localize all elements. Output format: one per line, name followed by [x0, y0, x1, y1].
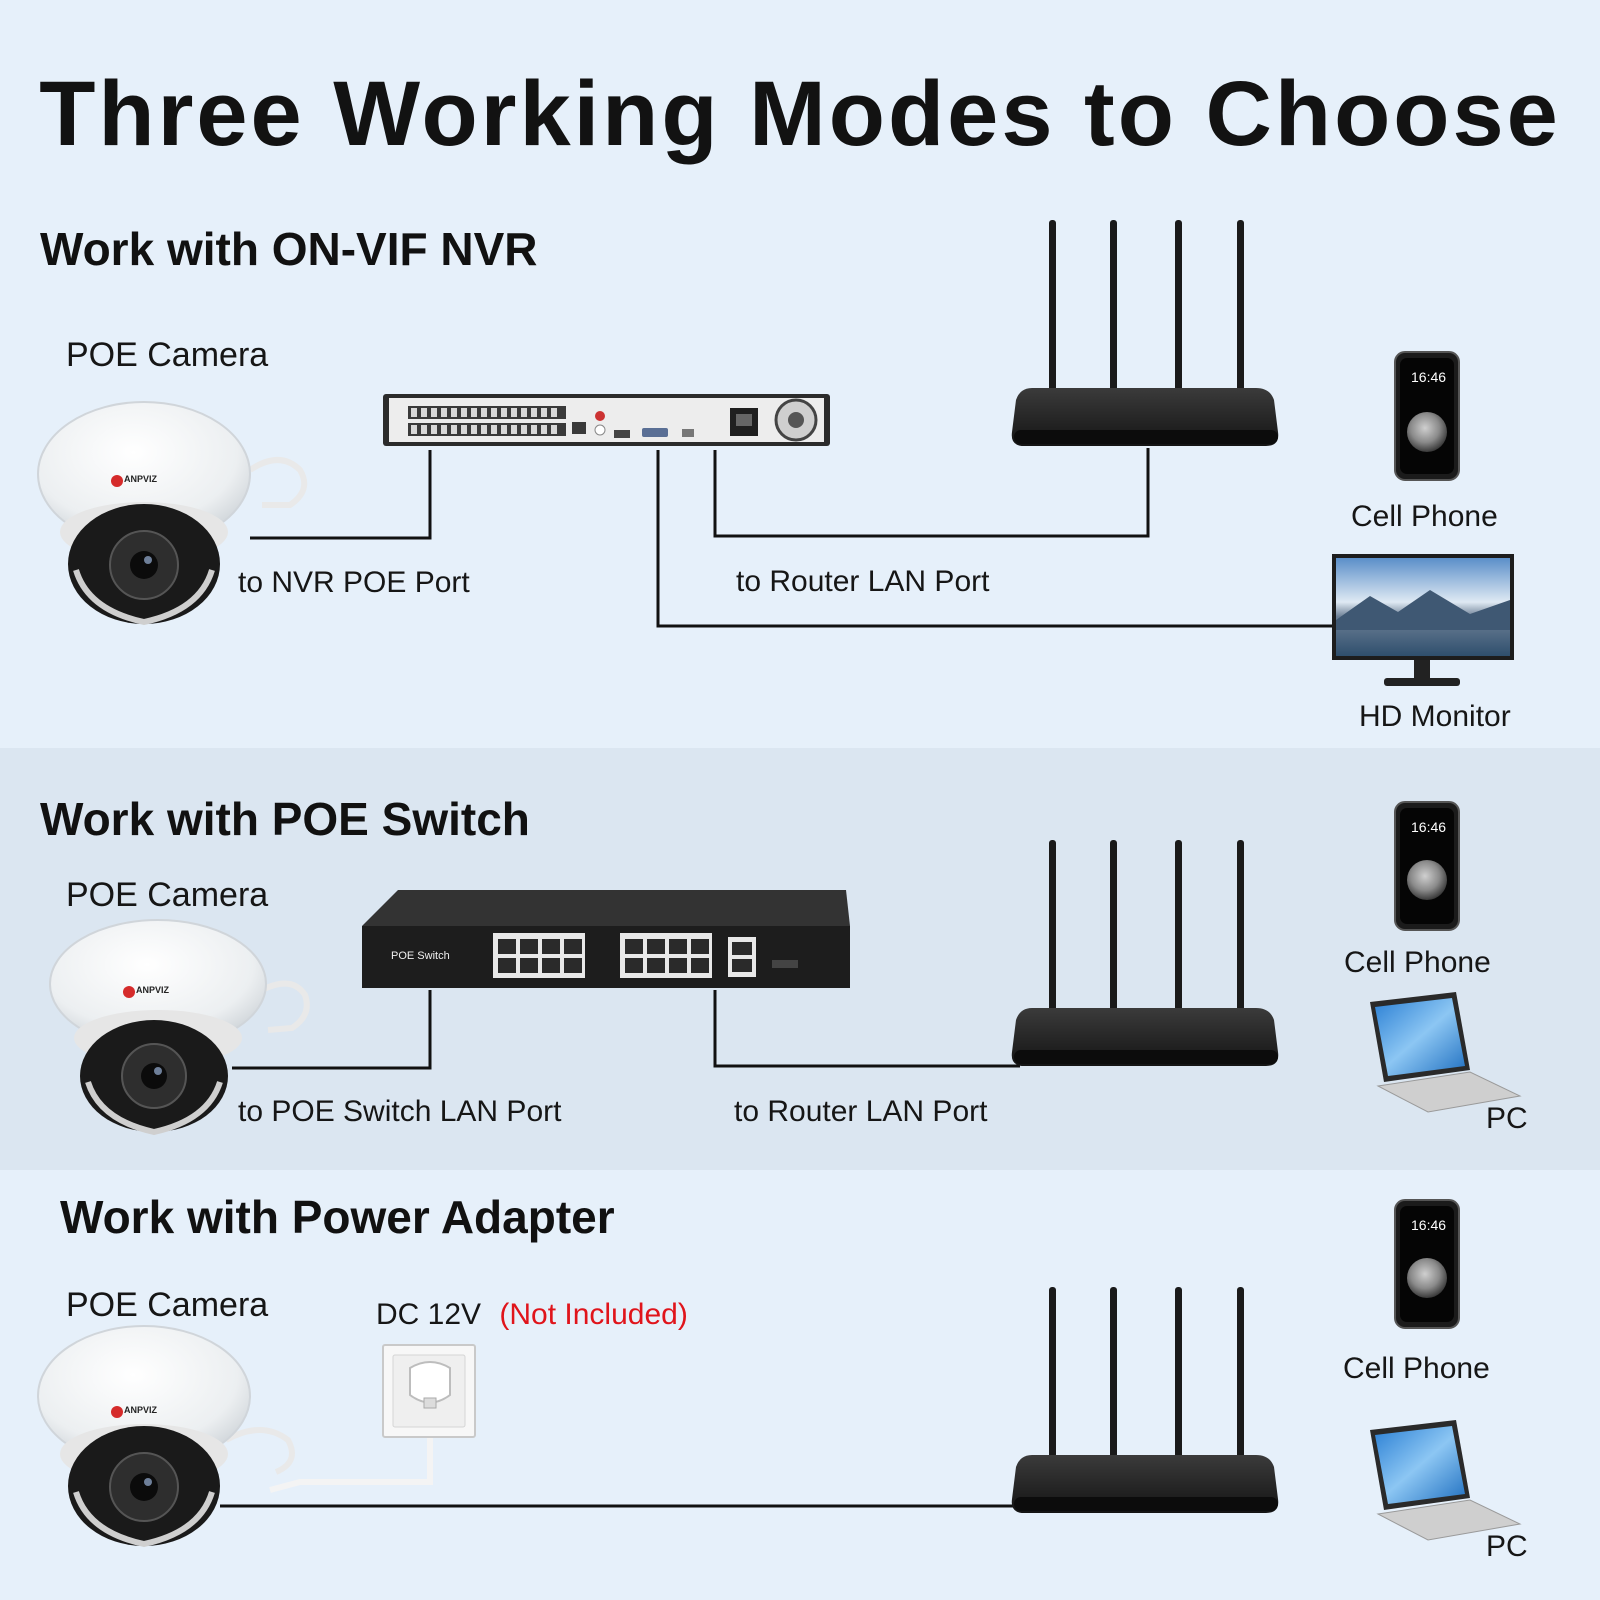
line-nvr-to-monitor: [656, 450, 1334, 628]
laptop-icon: [1370, 1420, 1522, 1541]
cell-phone-icon: [1394, 351, 1460, 481]
power-note: (Not Included): [499, 1298, 688, 1331]
phone-clock: 16:46: [1411, 819, 1447, 835]
device-label-cell-phone: Cell Phone: [1343, 1352, 1490, 1385]
camera-brand-logo: [111, 475, 135, 1418]
dome-camera-icon: [37, 1325, 295, 1548]
link-label-nvr-poe: to NVR POE Port: [238, 566, 470, 599]
dome-camera-icon: [37, 401, 308, 626]
camera-brand-text: ANPVIZ: [124, 1405, 158, 1415]
device-label-hd-monitor: HD Monitor: [1359, 700, 1511, 733]
page-title: Three Working Modes to Choose: [39, 63, 1561, 165]
section-heading-switch: Work with POE Switch: [40, 793, 530, 845]
camera-label: POE Camera: [66, 876, 269, 914]
link-label-router-lan: to Router LAN Port: [734, 1095, 988, 1128]
device-label-cell-phone: Cell Phone: [1351, 500, 1498, 533]
line-camera-to-nvr: [250, 450, 432, 540]
link-label-switch-lan: to POE Switch LAN Port: [238, 1095, 562, 1128]
camera-label: POE Camera: [66, 1286, 269, 1324]
router-icon: [1011, 1287, 1279, 1513]
router-icon: [1011, 840, 1279, 1066]
nvr-recorder-icon: [383, 394, 830, 446]
link-label-router-lan: to Router LAN Port: [736, 565, 990, 598]
power-socket-icon: [382, 1344, 476, 1438]
phone-clock: 16:46: [1411, 369, 1447, 385]
device-label-pc: PC: [1486, 1102, 1528, 1135]
cell-phone-icon: [1394, 801, 1460, 931]
power-cable: [269, 1404, 433, 1493]
switch-label: POE Switch: [391, 950, 450, 962]
line-nvr-to-router: [713, 448, 1150, 538]
camera-brand-text: ANPVIZ: [124, 474, 158, 484]
poe-switch-icon: [362, 890, 850, 988]
power-voltage: DC 12V: [376, 1298, 482, 1331]
power-label: DC 12V (Not Included): [376, 1298, 688, 1332]
router-icon: [1011, 220, 1279, 446]
laptop-icon: [1370, 992, 1522, 1113]
cell-phone-icon: [1394, 1199, 1460, 1329]
section-heading-adapter: Work with Power Adapter: [60, 1191, 615, 1243]
section-heading-nvr: Work with ON-VIF NVR: [40, 223, 538, 275]
dome-camera-icon: [49, 919, 310, 1136]
device-label-cell-phone: Cell Phone: [1344, 946, 1491, 979]
device-label-pc: PC: [1486, 1530, 1528, 1563]
section-band-adapter: [0, 1170, 1600, 1600]
camera-label: POE Camera: [66, 336, 269, 374]
phone-clock: 16:46: [1411, 1217, 1447, 1233]
line-camera-to-switch: [232, 990, 432, 1070]
hd-monitor-icon: [1332, 554, 1514, 686]
camera-brand-text: ANPVIZ: [136, 985, 170, 995]
line-switch-to-router: [713, 990, 1020, 1068]
connection-lines: [220, 448, 1334, 1508]
